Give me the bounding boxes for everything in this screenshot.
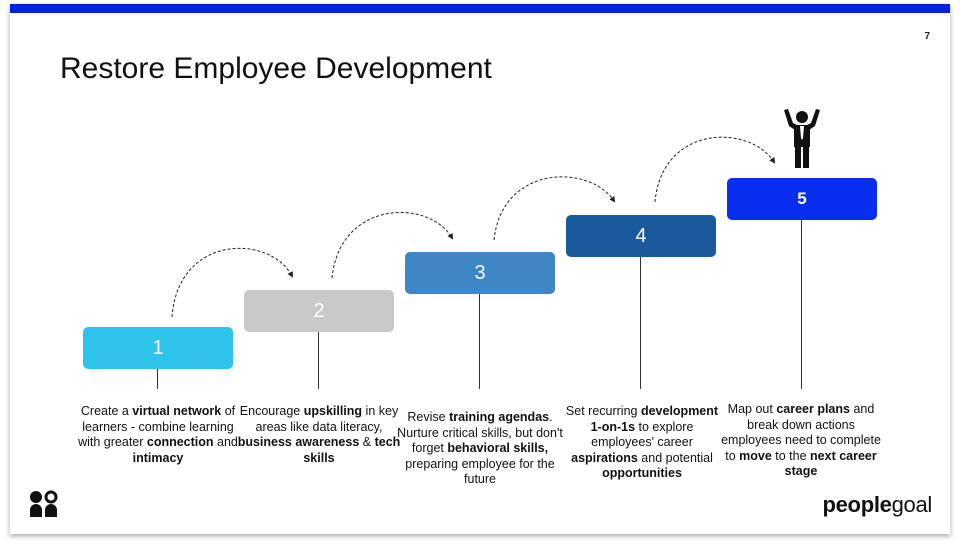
slide: 7 Restore Employee Development 1 2 3 4 5… [10,4,950,534]
description-segment: Encourage [239,404,304,418]
connector-line-3 [479,294,480,389]
slide-title: Restore Employee Development [60,52,492,85]
arrow-1-to-2 [171,247,293,318]
page-number: 7 [924,31,930,42]
description-segment: and break down actions employees need to… [721,402,881,463]
description-segment: Map out [727,402,777,416]
description-segment: next career stage [784,448,877,479]
description-segment: move [739,448,772,463]
description-segment: virtual network [132,404,222,418]
description-segment: intimacy [132,450,184,465]
description-segment: connection [146,435,214,449]
connector-line-4 [640,257,641,389]
description-segment: to explore employees' career [591,419,694,450]
step-arrows [171,136,776,318]
connector-line-5 [801,220,802,389]
arrow-4-to-5 [654,136,776,203]
person-arms-raised-icon [784,109,820,168]
description-segment: aspirations [571,450,638,465]
step-box-3: 3 [405,252,555,294]
description-segment: upskilling [303,404,363,418]
step-number-1: 1 [152,336,164,359]
step-number-3: 3 [474,261,486,284]
step-description-1: Create a virtual network of learners - c… [76,404,240,466]
step-description-4: Set recurring development 1-on-1s to exp… [560,404,724,482]
description-segment: career plans [776,402,850,416]
description-segment: behavioral skills, [447,441,549,455]
description-segment: development 1-on-1s [590,404,719,434]
description-segment: and [213,435,238,449]
brand-part-people: people [822,492,892,517]
description-segment: training agendas [449,410,550,424]
step-box-1: 1 [83,327,233,369]
description-segment: in key areas like data literacy, [255,404,399,434]
connector-line-2 [318,332,319,389]
description-segment: of learners - combine learning with grea… [78,404,236,449]
brand-part-goal: goal [891,492,933,517]
description-segment: tech skills [303,435,401,465]
arrow-2-to-3 [331,211,453,279]
step-box-2: 2 [244,290,394,332]
description-segment: to the [771,448,811,463]
step-box-5: 5 [727,178,877,220]
step-description-2: Encourage upskilling in key areas like d… [237,404,401,466]
step-number-2: 2 [313,299,325,322]
connector-line-1 [157,369,158,389]
description-segment: preparing employee for the future [405,456,555,487]
description-segment: and potential [637,450,713,465]
description-segment: & [359,435,375,449]
description-segment: business awareness [237,435,360,449]
step-box-4: 4 [566,215,716,257]
description-segment: opportunities [602,466,682,480]
step-description-5: Map out career plans and break down acti… [719,402,883,480]
peoplegoal-mark-icon [30,490,58,517]
description-segment: Create a [80,404,133,418]
step-description-3: Revise training agendas. Nurture critica… [396,410,564,488]
step-number-5: 5 [797,189,807,208]
top-accent-bar [10,4,950,13]
description-segment: Set recurring [565,404,641,418]
arrow-3-to-4 [493,176,616,241]
peoplegoal-logo: peoplegoal [822,492,932,518]
description-segment: Revise [407,410,450,424]
step-number-4: 4 [635,224,647,247]
description-segment: . Nurture critical skills, but don't for… [397,410,563,455]
